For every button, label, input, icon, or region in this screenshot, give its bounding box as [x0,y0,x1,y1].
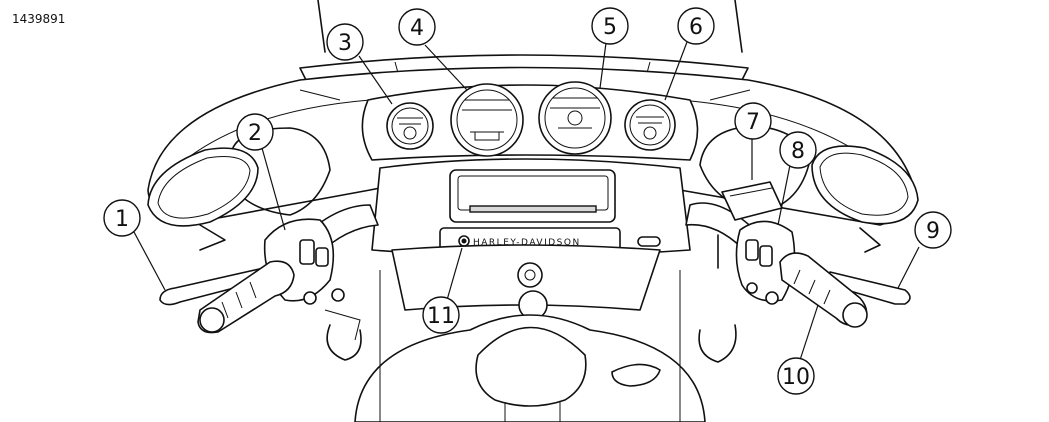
left-mirror [147,147,259,251]
callout-6-label: 6 [689,15,703,40]
infotainment-screen [449,169,616,223]
callout-9: 9 [914,211,952,249]
right-handlebar [685,181,911,328]
callout-5-label: 5 [603,15,617,40]
callout-1-label: 1 [115,207,129,232]
fuel-cap [611,363,661,387]
callout-7: 7 [734,102,772,140]
callout-11-label: 11 [427,304,455,329]
gauge-4-tachometer [450,83,524,157]
callout-8: 8 [779,131,817,169]
right-brake-lever [825,271,911,305]
callout-8-label: 8 [791,139,805,164]
figure-id: 1439891 [12,12,66,26]
left-handlebar [159,204,379,341]
gauge-3 [386,102,434,150]
gauge-pod [361,84,699,161]
callout-6: 6 [677,7,715,45]
callout-9-label: 9 [926,219,940,244]
callout-3: 3 [326,23,364,61]
console-slot [637,236,661,247]
brand-text: HARLEY-DAVIDSON [473,238,581,248]
callout-10: 10 [777,357,815,395]
windshield [317,0,743,53]
callout-4-label: 4 [410,16,424,41]
callout-1: 1 [103,199,141,237]
callout-2: 2 [236,113,274,151]
callout-2-label: 2 [248,121,262,146]
callout-11: 11 [422,296,460,334]
callout-4: 4 [398,8,436,46]
callout-7-label: 7 [746,110,760,135]
callout-10-label: 10 [782,365,810,390]
fuel-tank [354,314,706,422]
callout-3-label: 3 [338,31,352,56]
right-mirror [811,145,919,253]
callout-leaders [133,41,920,361]
gauge-6 [624,99,676,151]
callout-5: 5 [591,7,629,45]
gauge-5-speedometer [538,81,612,155]
